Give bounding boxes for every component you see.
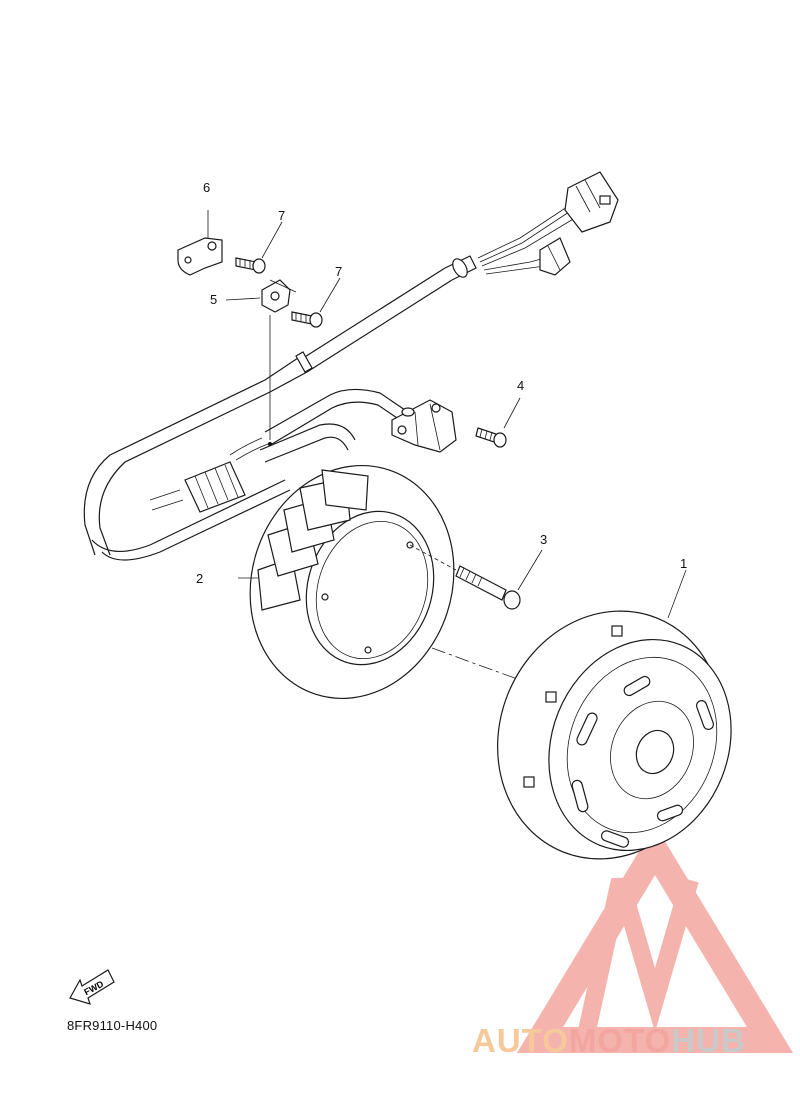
screw-top [235,221,283,274]
label-part-6: 6 [203,180,210,195]
watermark-text-auto: AUTO [472,1022,569,1059]
label-part-7-center: 7 [335,264,342,279]
flywheel-rotor [497,569,732,860]
connector-main [564,171,619,233]
label-part-4: 4 [517,378,524,393]
fwd-arrow-icon: FWD [69,969,115,1005]
drawing-code: 8FR9110-H400 [67,1018,158,1033]
pickup-bolt [475,397,521,448]
pickup-coil [391,399,457,453]
clamp-center [225,279,297,313]
watermark-text: AUTOMOTOHUB [472,1022,746,1060]
stator [238,464,521,700]
label-part-3: 3 [540,532,547,547]
clamp-top [177,210,223,276]
label-part-7-top: 7 [278,208,285,223]
harness-grommet [149,437,269,513]
watermark-text-hub: HUB [671,1022,746,1059]
watermark-logo [516,824,794,1053]
label-part-2: 2 [196,571,203,586]
stator-bolt [409,544,543,610]
screw-center [291,277,341,328]
label-part-1: 1 [680,556,687,571]
connector-small [539,237,571,276]
watermark-text-moto: MOTO [568,1022,672,1059]
label-part-5: 5 [210,292,217,307]
wire-harness [83,171,619,561]
